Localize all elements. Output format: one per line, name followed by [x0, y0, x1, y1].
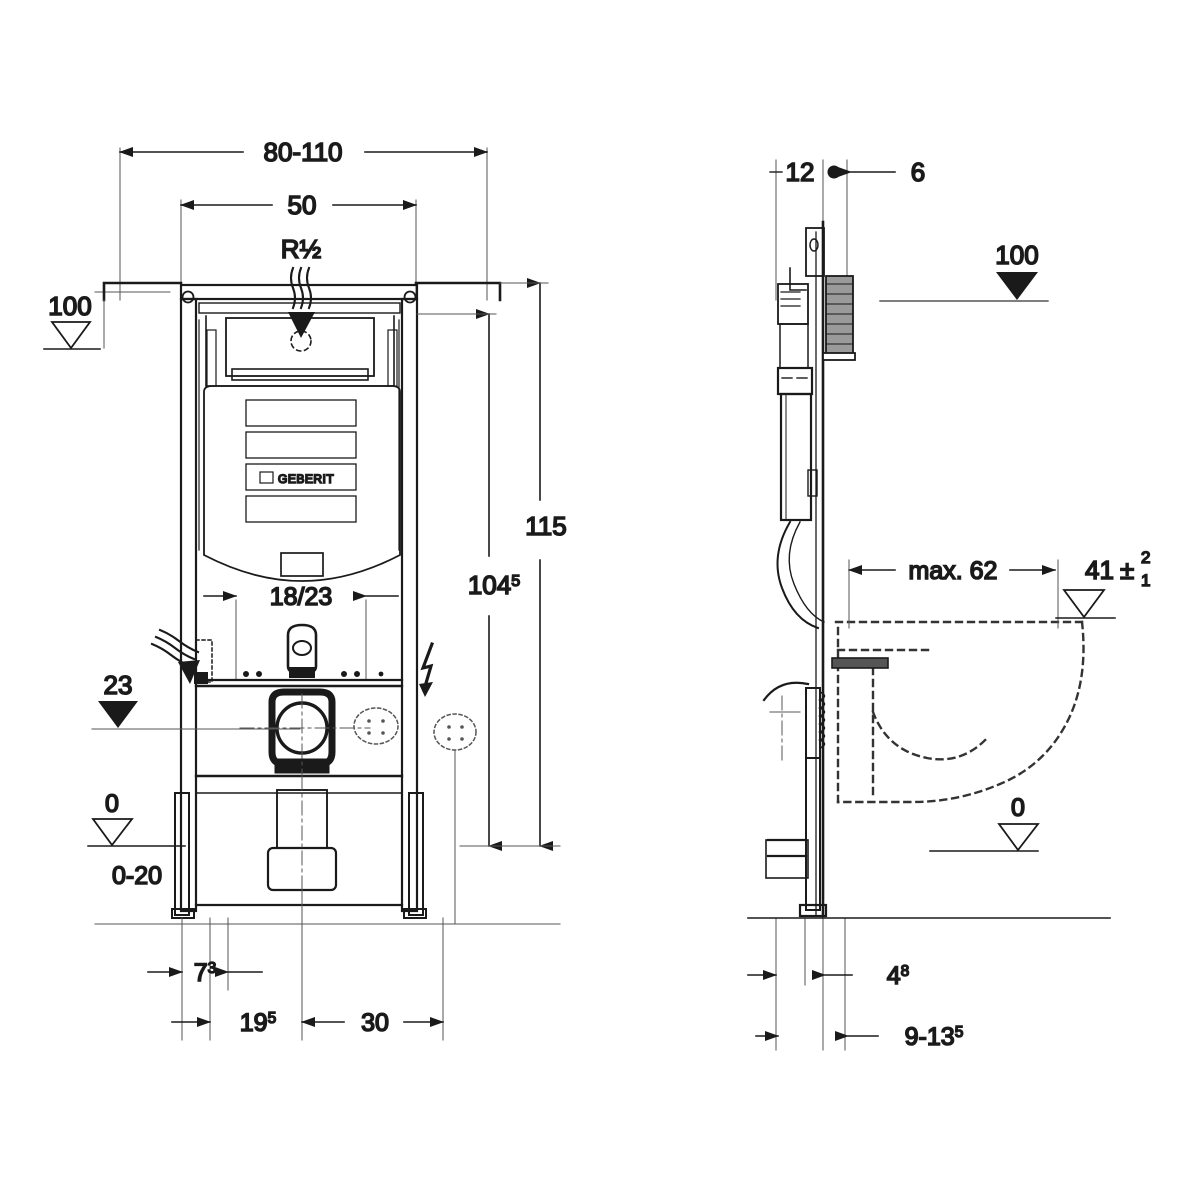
dim-label-frame-width: 50	[288, 190, 317, 220]
dim-label-height-frame: 1045	[468, 570, 520, 600]
water-supply-side-symbol	[150, 628, 213, 684]
dim-height-total: 115	[499, 278, 568, 851]
datum-0-side-label: 0	[1011, 794, 1025, 822]
dim-foot-offset: 73	[147, 958, 263, 988]
supply-wave-icon	[150, 628, 200, 668]
water-supply-inlet-group: R½	[280, 233, 322, 352]
dim-tolerance-symbol: ±	[1120, 555, 1134, 585]
datum-100-side-triangle-icon	[996, 272, 1038, 300]
dim-label-wall-thickness: 12	[786, 157, 815, 187]
dim-height-frame-sup: 5	[511, 572, 520, 590]
water-supply-wave-icon	[289, 266, 313, 310]
brand-label: GEBERIT	[278, 472, 334, 486]
dim-label-outlet-spacing: 18/23	[270, 583, 333, 611]
flush-pipe-side	[776, 520, 825, 630]
dim-label-overall-width: 80-110	[263, 137, 342, 167]
datum-0-front: 0 0-20	[87, 789, 186, 891]
dim-tolerance-upper: 2	[1141, 548, 1150, 567]
bowl-inlet-spigot	[831, 657, 889, 669]
knockout-outer	[433, 713, 477, 751]
cistern-panel-3	[245, 463, 357, 491]
dim-bowl-projection: max. 62	[848, 556, 1059, 629]
dim-label-seat-height: 41	[1085, 555, 1114, 585]
dim-height-frame-main: 104	[468, 570, 511, 600]
leg-right	[408, 792, 424, 916]
dim-tolerance-lower: 1	[1141, 571, 1150, 590]
knockout-group	[353, 707, 477, 751]
datum-0-side: 0	[929, 793, 1040, 852]
datum-23-front: 23	[91, 669, 301, 730]
datum-0-triangle-icon	[91, 818, 134, 847]
dim-base-side: 48	[747, 961, 910, 991]
dim-frame-width: 50	[180, 189, 417, 221]
side-view-group: 12 6 100	[747, 156, 1151, 1052]
frame-top-rail	[179, 283, 419, 301]
dim-label-height-total: 115	[525, 511, 566, 541]
cistern-panel-2	[245, 431, 357, 459]
foot-left	[171, 908, 195, 919]
dim-label-foot-offset: 73	[194, 959, 217, 987]
pivot-left	[181, 290, 195, 304]
top-bracket-side	[777, 227, 825, 325]
dim-base-offset: 195	[171, 1008, 277, 1038]
dim-depth-range: 9-135	[755, 1022, 964, 1052]
datum-0-side-triangle-icon	[997, 823, 1040, 852]
outlet-bracket-side	[762, 681, 826, 761]
inlet-circle	[290, 330, 312, 352]
seat-datum-triangle-icon	[1062, 589, 1106, 619]
waste-outlet	[239, 688, 371, 777]
frame-structure	[171, 283, 427, 919]
wc-bowl-outline	[834, 620, 1085, 804]
lower-frame-side	[747, 757, 1111, 919]
datum-0-label: 0	[105, 790, 119, 818]
datum-23-label: 23	[104, 670, 133, 700]
cistern-panel-4	[245, 495, 357, 523]
cistern-panel-1	[245, 399, 357, 427]
knockout-inner	[353, 707, 399, 745]
dim-height-frame: 1045	[416, 309, 521, 851]
dim-label-base-side: 48	[887, 962, 910, 990]
cistern-neck	[280, 552, 324, 577]
dim-label-base-offset: 195	[240, 1009, 276, 1037]
wall-profile-left	[102, 281, 183, 302]
datum-100-side-label: 100	[995, 240, 1038, 270]
dim-outlet-spacing: 18/23	[203, 582, 399, 681]
leg-left	[174, 792, 190, 916]
water-supply-arrow-icon	[288, 312, 315, 338]
bellows-icon	[818, 690, 826, 750]
datum-100-label: 100	[48, 291, 91, 321]
dim-wall-thickness: 12	[769, 156, 841, 188]
flush-pipe-connector	[194, 623, 404, 682]
datum-0-20-label: 0-20	[112, 862, 162, 890]
dim-label-depth-range: 9-135	[905, 1023, 964, 1051]
lightning-bolt-icon	[420, 641, 435, 692]
dim-plate-offset: 6	[838, 156, 926, 188]
cistern-group: GEBERIT	[198, 302, 401, 582]
pivot-right	[403, 290, 417, 304]
foot-right	[403, 908, 427, 919]
supply-arrow-icon	[178, 660, 200, 684]
electrical-symbol	[419, 641, 435, 697]
dim-label-plate-offset: 6	[911, 157, 925, 187]
dim-label-outlet-depth: 30	[361, 1009, 389, 1037]
mounting-plate	[822, 275, 856, 361]
wall-section	[815, 220, 825, 918]
foot-side	[798, 903, 828, 918]
dim-seat-height: 41 ± 2 1	[1055, 547, 1151, 619]
water-inlet-label: R½	[281, 234, 321, 264]
datum-100-triangle-icon	[50, 321, 92, 350]
dim-overall-width: 80-110	[119, 136, 488, 168]
brand-mark-icon	[259, 471, 274, 484]
cistern-side-profile	[776, 323, 818, 522]
dim-outlet-depth: 30	[301, 1008, 444, 1038]
datum-23-triangle-icon	[98, 701, 138, 728]
flush-valve-housing	[225, 317, 375, 377]
cistern-side-body	[779, 392, 813, 522]
dim-label-bowl-projection: max. 62	[909, 557, 998, 585]
front-view-group: 80-110 50 R½ 100	[43, 136, 568, 1041]
datum-wall-100-front: 100	[43, 290, 101, 350]
datum-wall-100-side: 100	[879, 239, 1049, 302]
dim-dot-marker-icon	[827, 165, 841, 179]
